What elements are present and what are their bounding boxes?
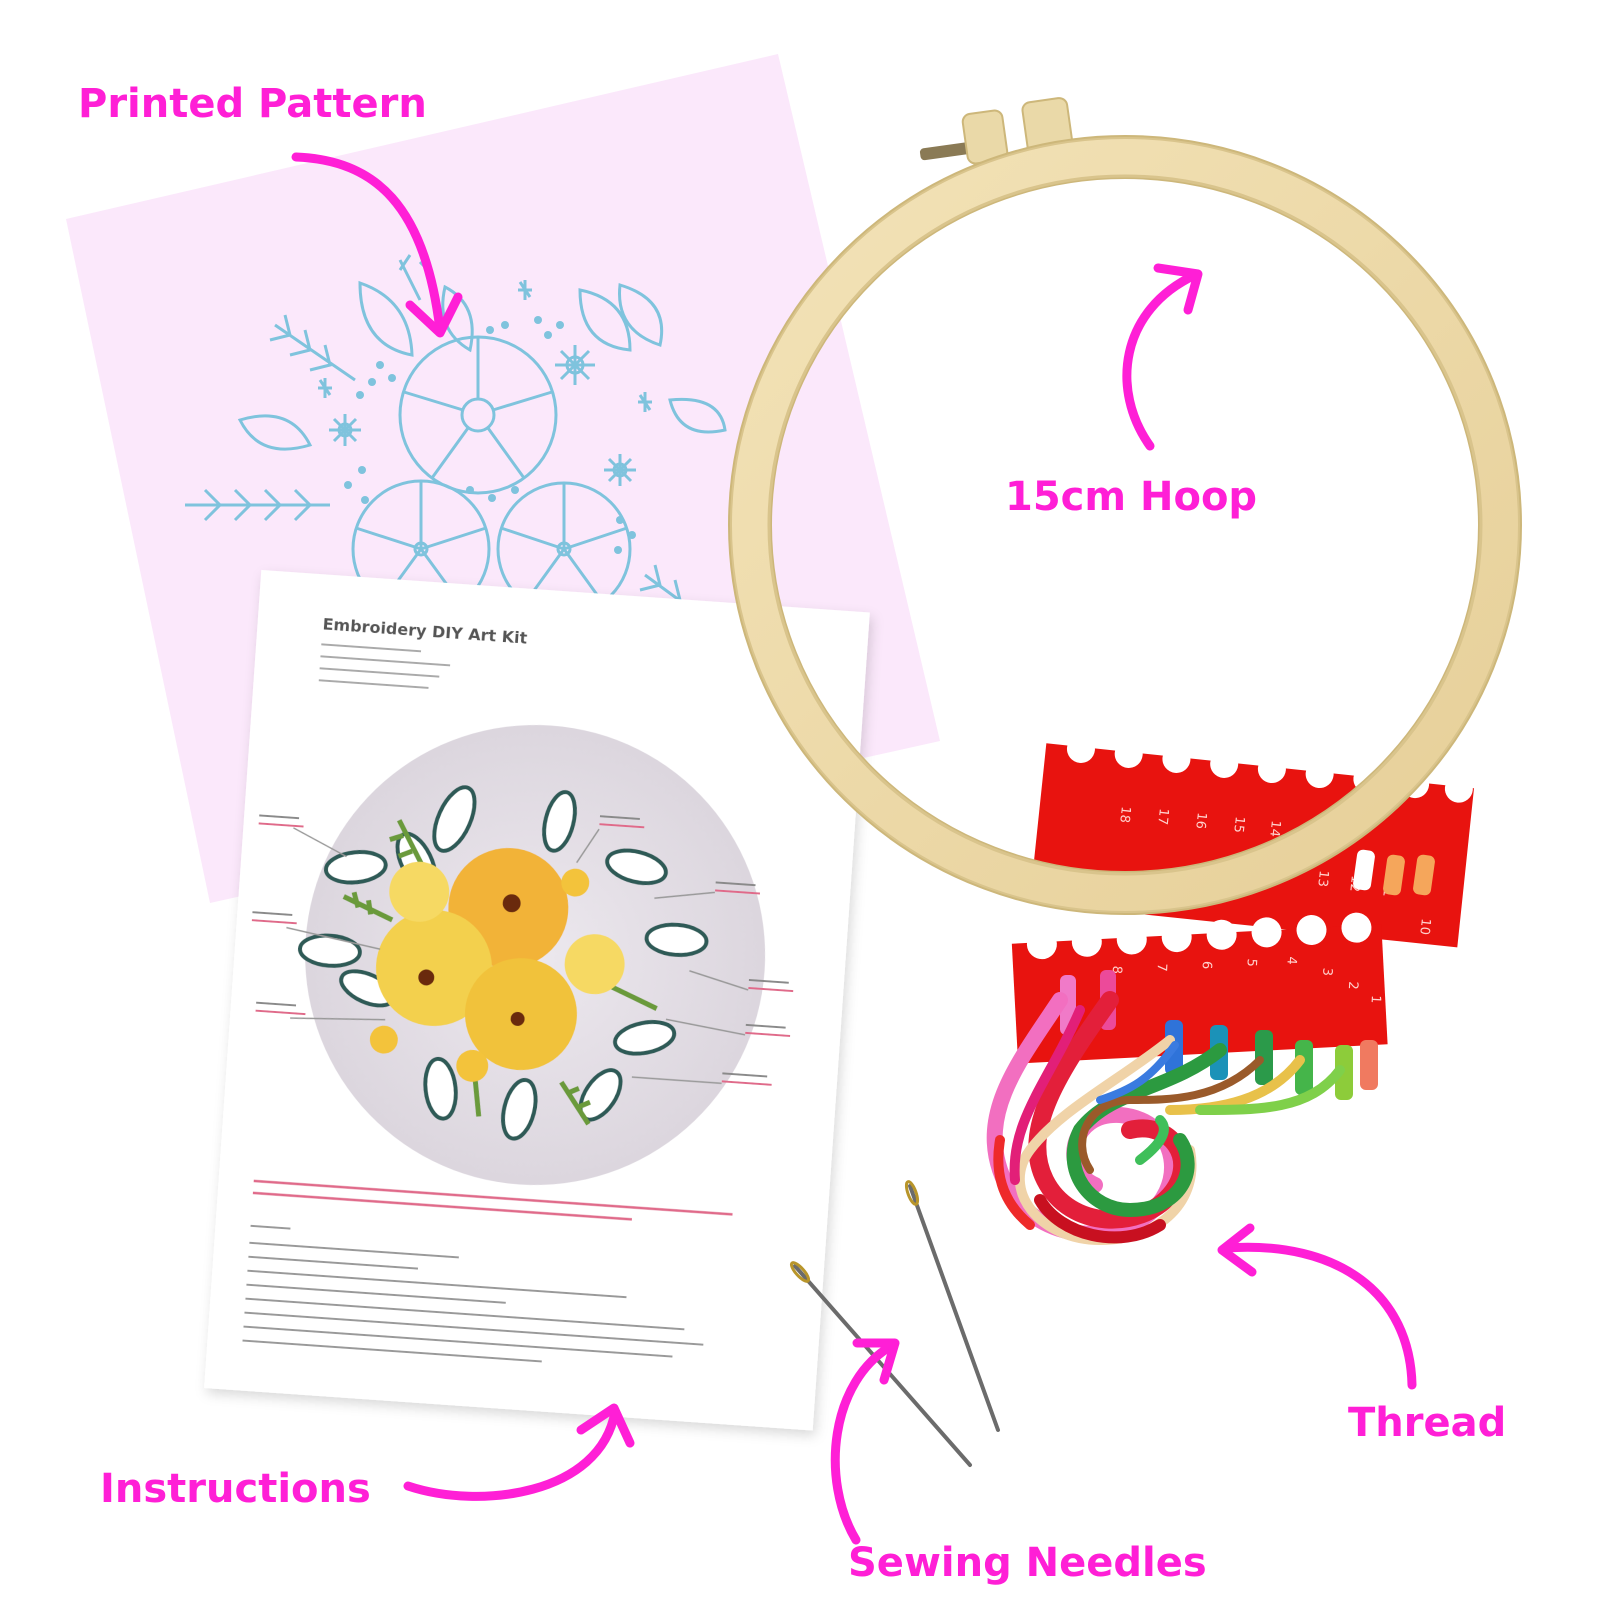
thread-coil: [986, 991, 1345, 1246]
thread-card-bottom-numbers: 8 7 6 5 4 3 2 1: [1109, 956, 1383, 1004]
callout-arrows: [291, 152, 1417, 1545]
thread-number: 5: [1243, 958, 1258, 967]
arrow-hoop-icon: [1122, 263, 1203, 451]
arrow-instructions-icon: [403, 1403, 635, 1501]
instruction-intro-lines: [318, 643, 451, 689]
embroidery-hoop: [728, 97, 1522, 915]
arrow-thread-icon: [1217, 1223, 1417, 1390]
thread-number: 17: [1154, 808, 1171, 826]
thread-skein-knots: [1060, 970, 1378, 1100]
thread-number: 16: [1192, 812, 1209, 830]
hoop-screw: [919, 141, 976, 161]
hoop-outer-ring-wood: [731, 138, 1519, 912]
sewing-needles: [789, 1180, 1000, 1467]
thread-number: 10: [1416, 918, 1433, 936]
thread-number: 18: [1116, 806, 1133, 824]
thread-number: 2: [1345, 981, 1360, 990]
arrow-pattern-icon: [291, 152, 463, 338]
hoop-outer-edge: [730, 137, 1520, 913]
instruction-body-text-lines: [242, 1179, 733, 1363]
needle-right: [904, 1180, 1000, 1432]
thread-number: 8: [1109, 965, 1124, 974]
hoop-inner-edge: [767, 174, 1483, 876]
thread-organizer: 18 17 16 15 14 13 12 11 10 8 7: [986, 734, 1475, 1246]
needle-left: [789, 1261, 972, 1467]
instruction-annotation-lines: [251, 814, 794, 1086]
arrow-needles-icon: [830, 1338, 900, 1545]
thread-card-top-numbers: 18 17 16 15 14 13 12 11 10: [1116, 806, 1433, 936]
thread-number: 3: [1319, 967, 1334, 976]
sewing-needles-label: Sewing Needles: [848, 1540, 1207, 1586]
instruction-embroidery-illustration: [297, 785, 709, 1141]
thread-number: 15: [1230, 816, 1247, 834]
instructions-label: Instructions: [100, 1466, 371, 1512]
thread-number: 7: [1154, 963, 1169, 972]
printed-pattern-label: Printed Pattern: [78, 81, 427, 127]
thread-number: 1: [1368, 995, 1383, 1004]
thread-number: 4: [1283, 956, 1298, 965]
instruction-leader-lines: [286, 827, 749, 1085]
instruction-sheet: Embroidery DIY Art Kit: [204, 569, 870, 1431]
thread-number: 14: [1266, 820, 1283, 838]
thread-number: 13: [1314, 870, 1331, 888]
thread-label: Thread: [1348, 1400, 1507, 1446]
thread-number: 6: [1199, 961, 1214, 970]
thread-card-tabs-top-right: [1353, 849, 1435, 896]
pattern-flower-design: [185, 254, 727, 684]
hoop-label: 15cm Hoop: [1005, 474, 1258, 520]
